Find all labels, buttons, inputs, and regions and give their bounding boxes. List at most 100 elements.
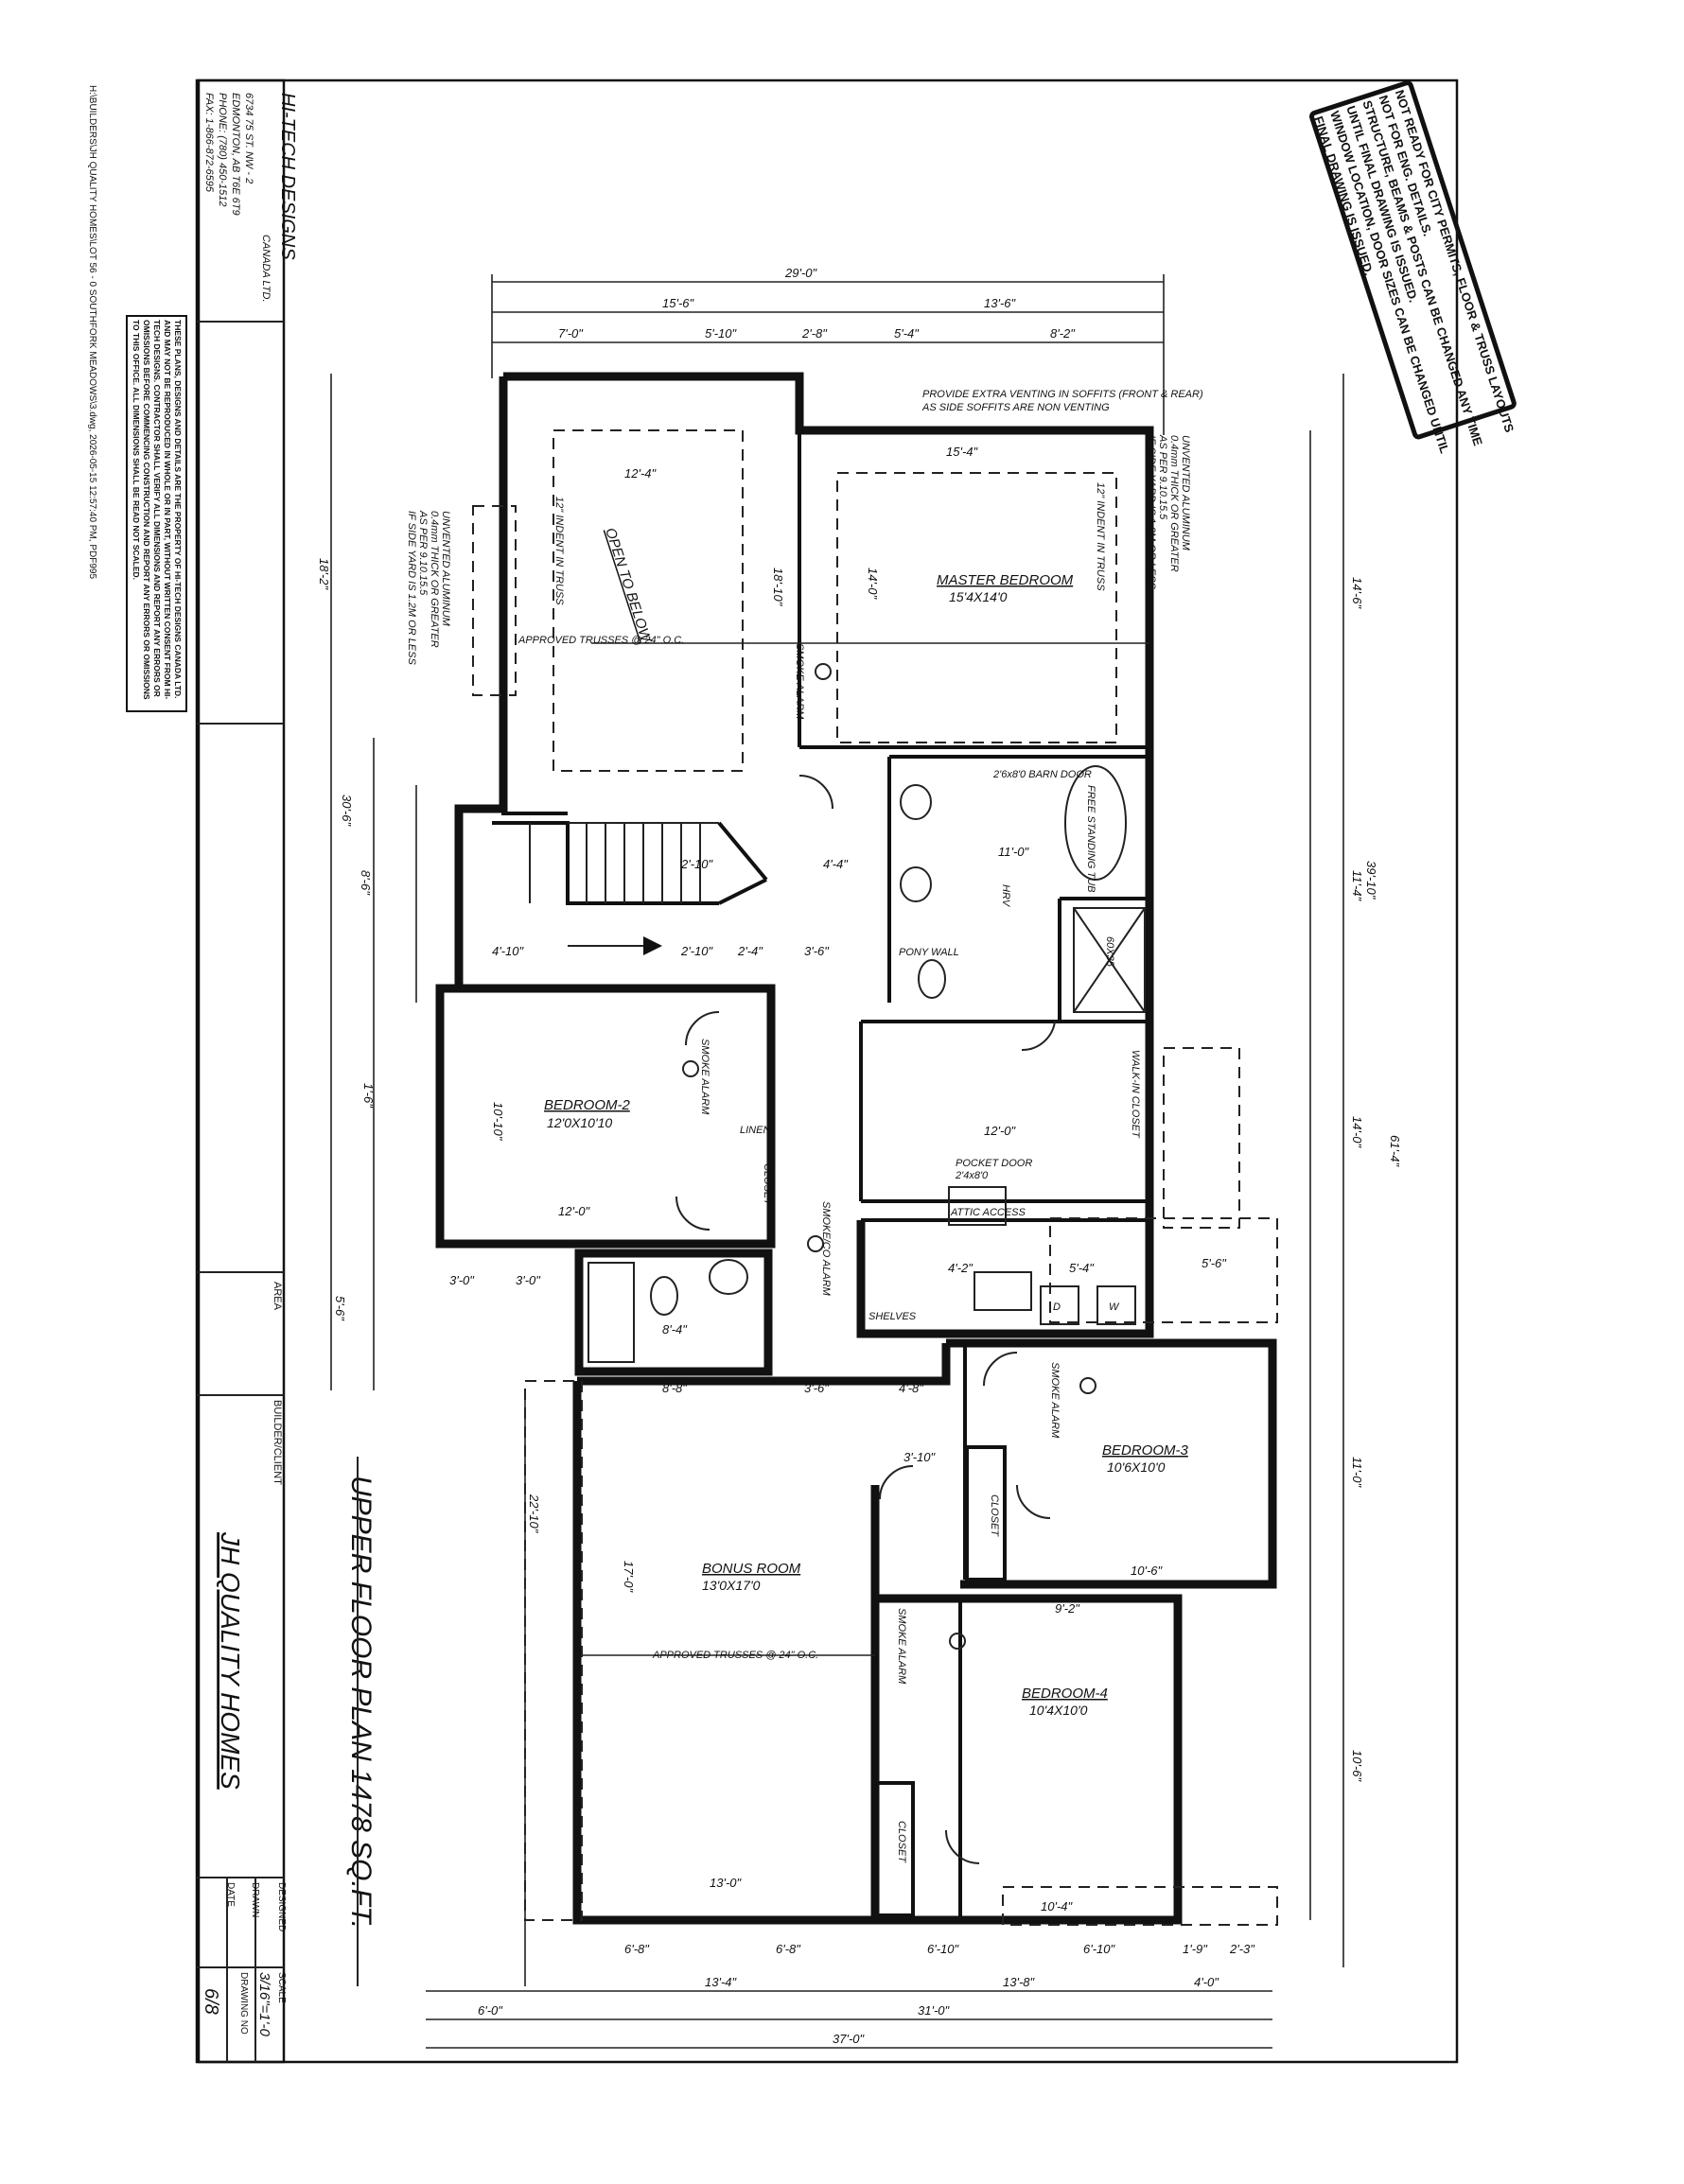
dim-bottom-b: 31'-0" [918,2003,951,2018]
dim-master-h: 14'-0" [866,568,880,601]
file-path: H:\BUILDERS\JH QUALITY HOMES\LOT 56 - 0 … [87,85,97,579]
door-swing-icon [879,1465,914,1500]
dim-misc-24: 12'-0" [984,1124,1017,1138]
dim-right-3: 11'-0" [1350,1457,1364,1489]
free-standing-tub-icon [1064,765,1127,881]
dim-open-w: 12'-4" [624,466,658,480]
soffit-venting-note-2: AS SIDE SOFFITS ARE NON VENTING [921,402,1110,413]
dim-top-row-0: 7'-0" [558,326,584,341]
vent-note-left-1: UNVENTED ALUMINUM [440,511,451,627]
company-phone: PHONE: (780) 450-1512 [217,93,228,206]
bonus-room-walls [572,1381,880,1925]
date-label: DATE [225,1882,236,1907]
dim-misc-15: 4'-10" [492,944,525,958]
toilet-icon [650,1276,678,1316]
dim-top-overall: 29'-0" [784,266,818,280]
free-standing-tub-label: FREE STANDING TUB [1085,785,1096,892]
dim-misc-33: 8'-4" [662,1322,688,1337]
dim-left-4: 22'-10" [527,1494,541,1534]
dim-bottom-overall: 37'-0" [833,2032,866,2046]
copyright-note-box: THESE PLANS, DESIGNS AND DETAILS ARE THE… [126,315,187,712]
drawn-label: DRAWN [250,1882,260,1917]
company-address: 6734 75 ST. NW - 2 [243,93,254,183]
door-swing-icon [675,1196,710,1231]
smoke-alarm-note-2: SMOKE ALARM [699,1039,710,1115]
dim-top-row-3: 5'-4" [894,326,920,341]
dim-misc-7: 4'-4" [823,857,849,871]
bonus-room-label: BONUS ROOM [702,1561,801,1577]
bonus-room-size: 13'0X17'0 [702,1578,761,1593]
scale-label: SCALE [276,1972,287,2003]
dim-misc-41: 8'-8" [662,1381,688,1395]
company-fax: FAX: 1-866-872-6595 [203,93,215,193]
dim-bottom-row1-2: 6'-10" [927,1942,960,1956]
dim-misc-39: 5'-6" [1202,1256,1227,1270]
dim-misc-30: 3'-0" [449,1273,475,1287]
open-to-below-label: OPEN TO BELOW [602,526,655,645]
bedroom-3-walls [946,1338,1277,1589]
vent-note-right-2: 0.4mm THICK OR GREATER [1168,435,1180,572]
dim-misc-51: 17'-0" [622,1561,636,1594]
attic-access-label: ATTIC ACCESS [950,1207,1026,1218]
smoke-alarm-icon [682,1060,699,1077]
dim-right-0: 14'-6" [1350,577,1364,610]
dim-top-b: 13'-6" [984,296,1017,310]
attic-access-hatch [948,1186,1007,1226]
dim-bottom-row1-0: 6'-8" [624,1942,650,1956]
dim-top-row-1: 5'-10" [705,326,738,341]
vent-note-left-4: IF SIDE YARD IS 1.2M OR LESS [406,511,417,665]
dim-right-overall: 61'-4" [1388,1135,1402,1168]
title-block-strip [195,79,286,2064]
dim-misc-46: 10'-6" [1131,1564,1164,1578]
bedroom-3-size: 10'6X10'0 [1107,1459,1166,1475]
door-swing-icon [1016,1484,1051,1519]
sink-icon [974,1271,1032,1311]
closet-label-bed3: CLOSET [989,1494,1000,1537]
dim-right-b: 39'-10" [1364,861,1378,900]
door-swing-icon [1021,1021,1056,1052]
pocket-door-label: POCKET DOOR [956,1158,1032,1169]
closet-label-bed4: CLOSET [896,1821,907,1863]
sink-icon [709,1259,748,1295]
vent-note-left-2: 0.4mm THICK OR GREATER [429,511,440,648]
company-name: HI-TECH DESIGNS [277,93,298,260]
dim-misc-34: 4'-2" [948,1261,974,1275]
dim-misc-47: 9'-2" [1055,1601,1080,1616]
dim-misc-26: 10'-10" [491,1102,505,1142]
dim-misc-52: 13'-0" [710,1876,743,1890]
smoke-alarm-note-1: SMOKE ALARM [794,643,805,720]
sink-icon [900,866,932,902]
dim-left-0: 18'-2" [317,558,331,591]
smoke-co-alarm-icon [807,1235,824,1252]
linen-label: LINEN [740,1125,770,1136]
vent-note-right-4: IF SIDE YARD IS 1.2M OR LESS [1146,435,1157,589]
truss-note-lower: APPROVED TRUSSES @ 24" O.C. [652,1650,818,1661]
company-suffix: CANADA LTD. [260,235,272,303]
bedroom-4-walls [875,1594,1183,1925]
dim-bottom-row2-1: 13'-8" [1003,1975,1036,1989]
bathtub-icon [588,1262,635,1363]
door-swing-icon [945,1829,980,1864]
dim-bottom-row1-5: 2'-3" [1229,1942,1255,1956]
dim-top-row-4: 8'-2" [1050,326,1076,341]
vent-note-right-1: UNVENTED ALUMINUM [1180,435,1191,551]
dim-misc-18: 2'-4" [737,944,763,958]
indent-truss-note-left: 12" INDENT IN TRUSS [553,497,565,605]
dim-misc-6: 2'-10" [680,857,714,871]
shelves-label: SHELVES [868,1311,917,1322]
bedroom-3-label: BEDROOM-3 [1102,1442,1189,1459]
door-swing-icon [798,775,833,810]
dim-left-2: 8'-6" [359,870,373,896]
dim-misc-42: 3'-6" [804,1381,830,1395]
toilet-icon [918,959,946,999]
bedroom-4-size: 10'4X10'0 [1029,1703,1088,1718]
indent-truss-note-right: 12" INDENT IN TRUSS [1095,482,1106,591]
smoke-alarm-icon [1079,1377,1096,1394]
drawing-no-label: DRAWING NO [238,1972,249,2035]
dim-bottom-row1-4: 1'-9" [1183,1942,1208,1956]
dim-open-h: 18'-10" [771,568,785,607]
vent-note-left-3: AS PER 9.10.15.5 [417,510,429,596]
not-ready-stamp: NOT READY FOR CITY PERMITS, FLOOR & TRUS… [1309,80,1517,455]
